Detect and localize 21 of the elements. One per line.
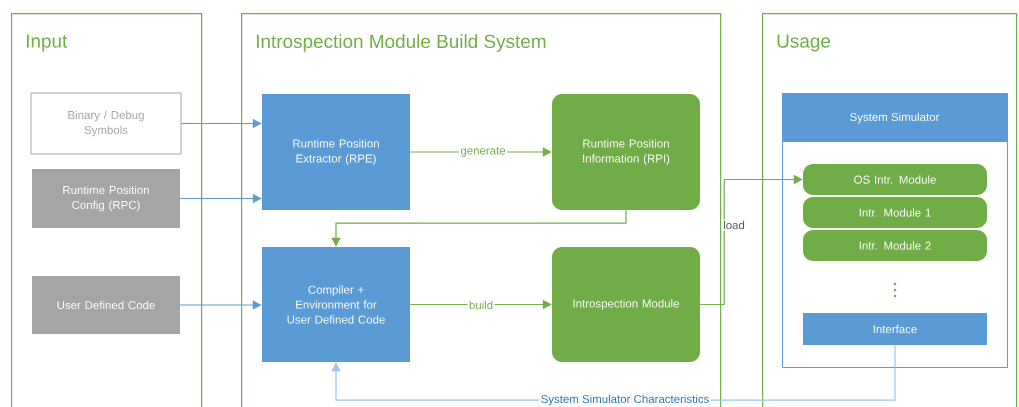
arrow: [179, 300, 262, 310]
input-box: Runtime Position Config (RPC): [32, 169, 180, 228]
process-box: Compiler + Environment for User Defined Code: [262, 247, 410, 362]
output-box: Runtime Position Information (RPI): [552, 94, 700, 210]
arrow: [699, 174, 803, 306]
edge-label: build: [467, 299, 495, 311]
input-box: User Defined Code: [32, 276, 180, 334]
node-label: Intr. Module 1: [859, 208, 931, 217]
edge-label: System Simulator Characteristics: [539, 393, 711, 407]
module-pill: Intr. Module 1: [803, 197, 987, 228]
arrow: [331, 209, 627, 247]
output-box: Introspection Module: [552, 247, 700, 362]
node-label: OS Intr. Module: [854, 175, 936, 184]
process-box: Runtime Position Extractor (RPE): [262, 94, 410, 210]
input-box: Binary / Debug Symbols: [30, 92, 182, 155]
edge-label: generate: [458, 145, 508, 159]
module-pill: Intr. Module 2: [803, 230, 987, 261]
edge-label: load: [721, 219, 747, 231]
interface-bar: Interface: [803, 313, 987, 345]
module-pill: OS Intr. Module: [803, 164, 987, 195]
node-label: Intr. Module 2: [859, 241, 931, 250]
